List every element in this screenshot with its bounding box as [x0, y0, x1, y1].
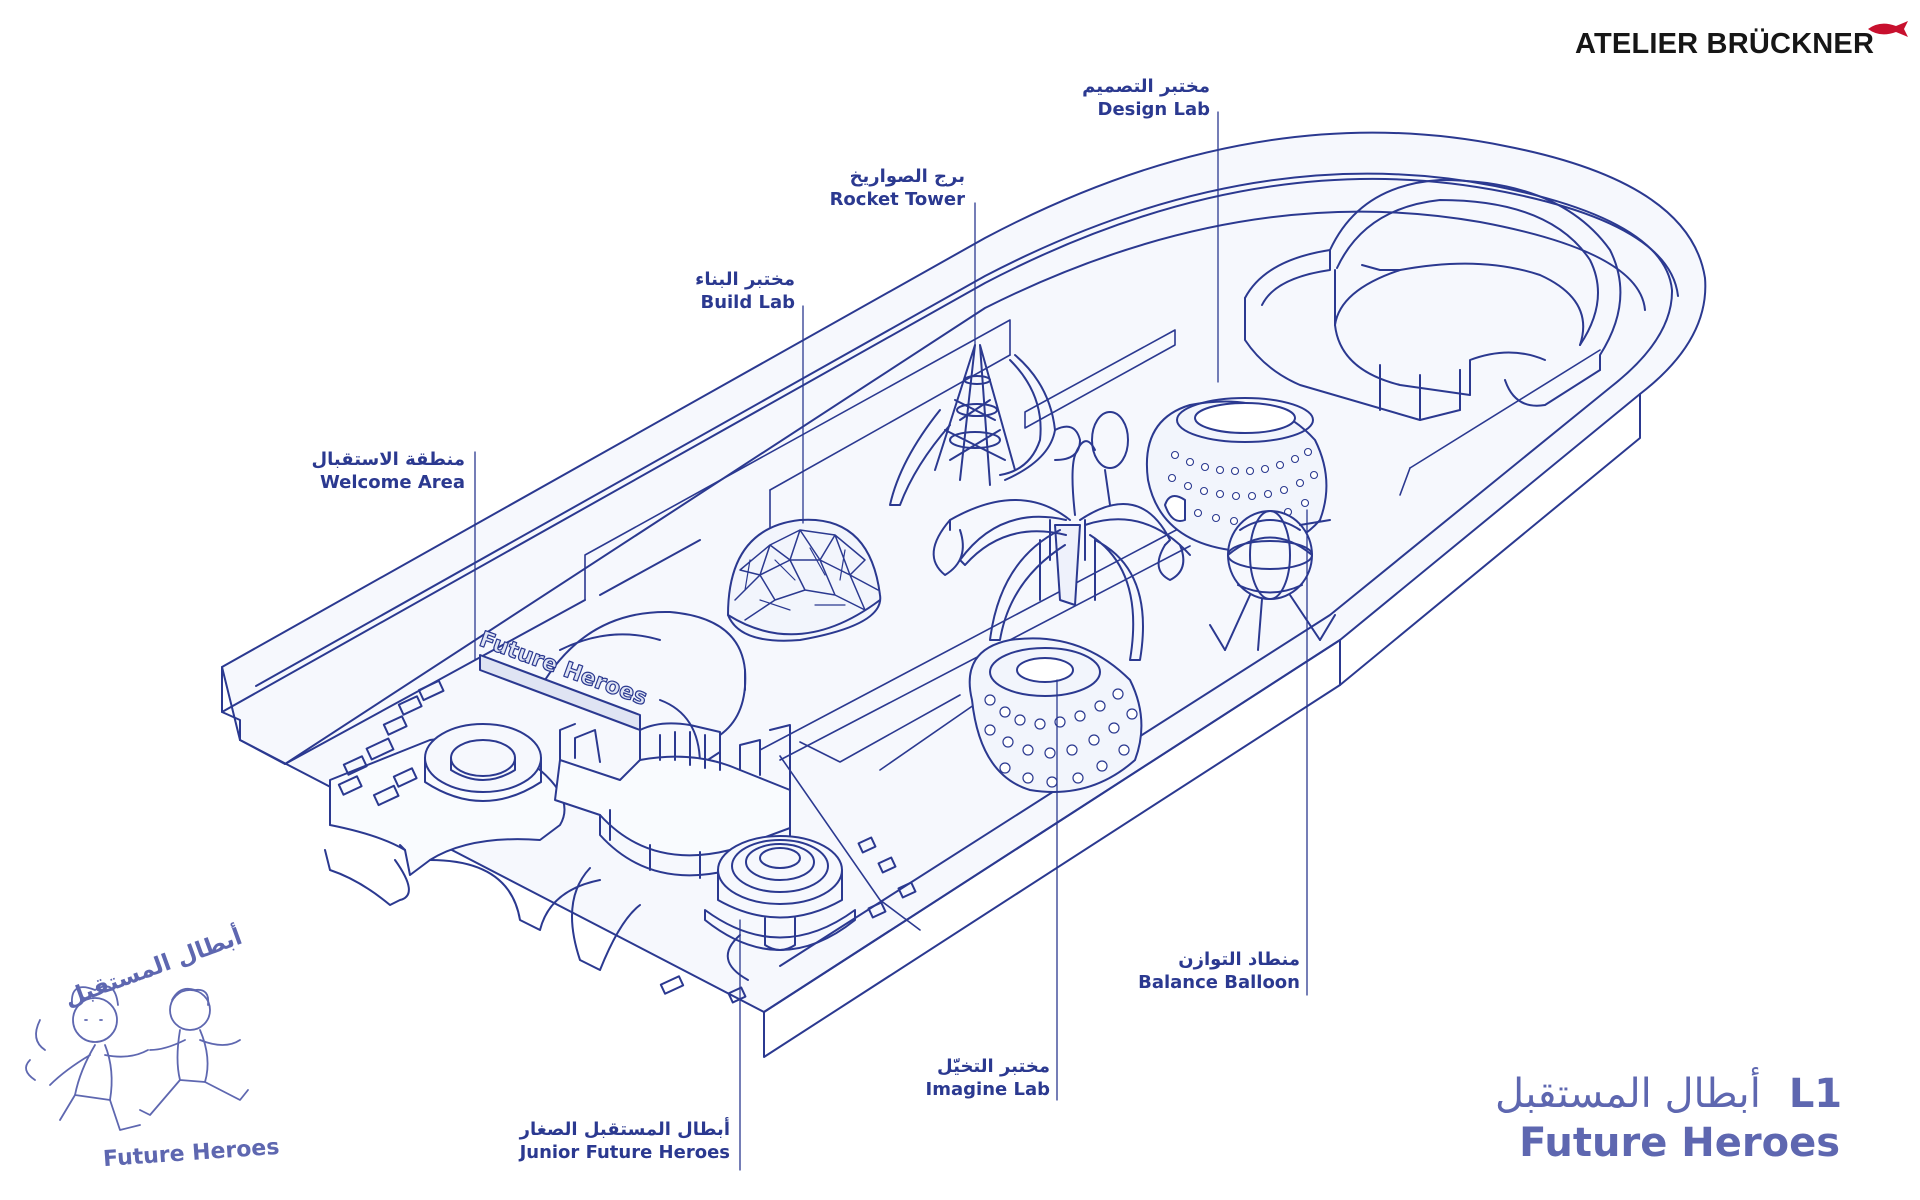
brand-name: ATELIER BRÜCKNER [1575, 28, 1875, 60]
label-balance-balloon: منطاد التوازن Balance Balloon [1105, 948, 1300, 994]
label-junior-future-heroes: أبطال المستقبل الصغار Junior Future Hero… [480, 1118, 730, 1164]
label-imagine-lab-en: Imagine Lab [925, 1079, 1050, 1100]
label-welcome-area-en: Welcome Area [319, 472, 465, 493]
level-title-en: Future Heroes [1519, 1120, 1840, 1166]
label-rocket-tower-en: Rocket Tower [829, 189, 965, 210]
label-imagine-lab: مختبر التخيّل Imagine Lab [880, 1055, 1050, 1101]
balance-balloon [1209, 510, 1336, 651]
imagine-lab-sculpture [932, 411, 1191, 661]
future-heroes-logo-illustration [25, 985, 249, 1131]
imagine-lab-dome [968, 637, 1143, 793]
junior-future-heroes-area [429, 722, 917, 1004]
amphitheater [1244, 179, 1622, 421]
label-design-lab: مختبر التصميم Design Lab [1030, 75, 1210, 121]
label-build-lab: مختبر البناء Build Lab [620, 268, 795, 314]
build-lab-dome [727, 518, 882, 642]
rocket-tower [889, 344, 1081, 506]
label-design-lab-en: Design Lab [1097, 99, 1211, 120]
level-code: L1 [1788, 1071, 1843, 1117]
welcome-ring [424, 723, 542, 793]
level-title: أبطال المستقبل L1 Future Heroes [1495, 1070, 1843, 1168]
label-junior-future-heroes-en: Junior Future Heroes [519, 1142, 730, 1163]
brand-fish-icon [1868, 21, 1908, 37]
label-welcome-area: منطقة الاستقبال Welcome Area [265, 448, 465, 494]
label-rocket-tower-ar: برج الصواريخ [849, 166, 965, 187]
stacked-rings [704, 835, 856, 981]
level-title-ar: أبطال المستقبل [1495, 1071, 1761, 1117]
label-build-lab-en: Build Lab [700, 292, 795, 313]
label-junior-future-heroes-ar: أبطال المستقبل الصغار [519, 1119, 730, 1140]
label-balance-balloon-en: Balance Balloon [1138, 972, 1300, 993]
hull-walls [221, 131, 1707, 1058]
label-imagine-lab-ar: مختبر التخيّل [937, 1056, 1050, 1077]
label-rocket-tower: برج الصواريخ Rocket Tower [775, 165, 965, 211]
label-balance-balloon-ar: منطاد التوازن [1178, 949, 1300, 970]
leader-lines [474, 111, 1308, 1171]
label-design-lab-ar: مختبر التصميم [1082, 76, 1210, 97]
label-welcome-area-ar: منطقة الاستقبال [311, 449, 465, 470]
label-build-lab-ar: مختبر البناء [695, 269, 795, 290]
